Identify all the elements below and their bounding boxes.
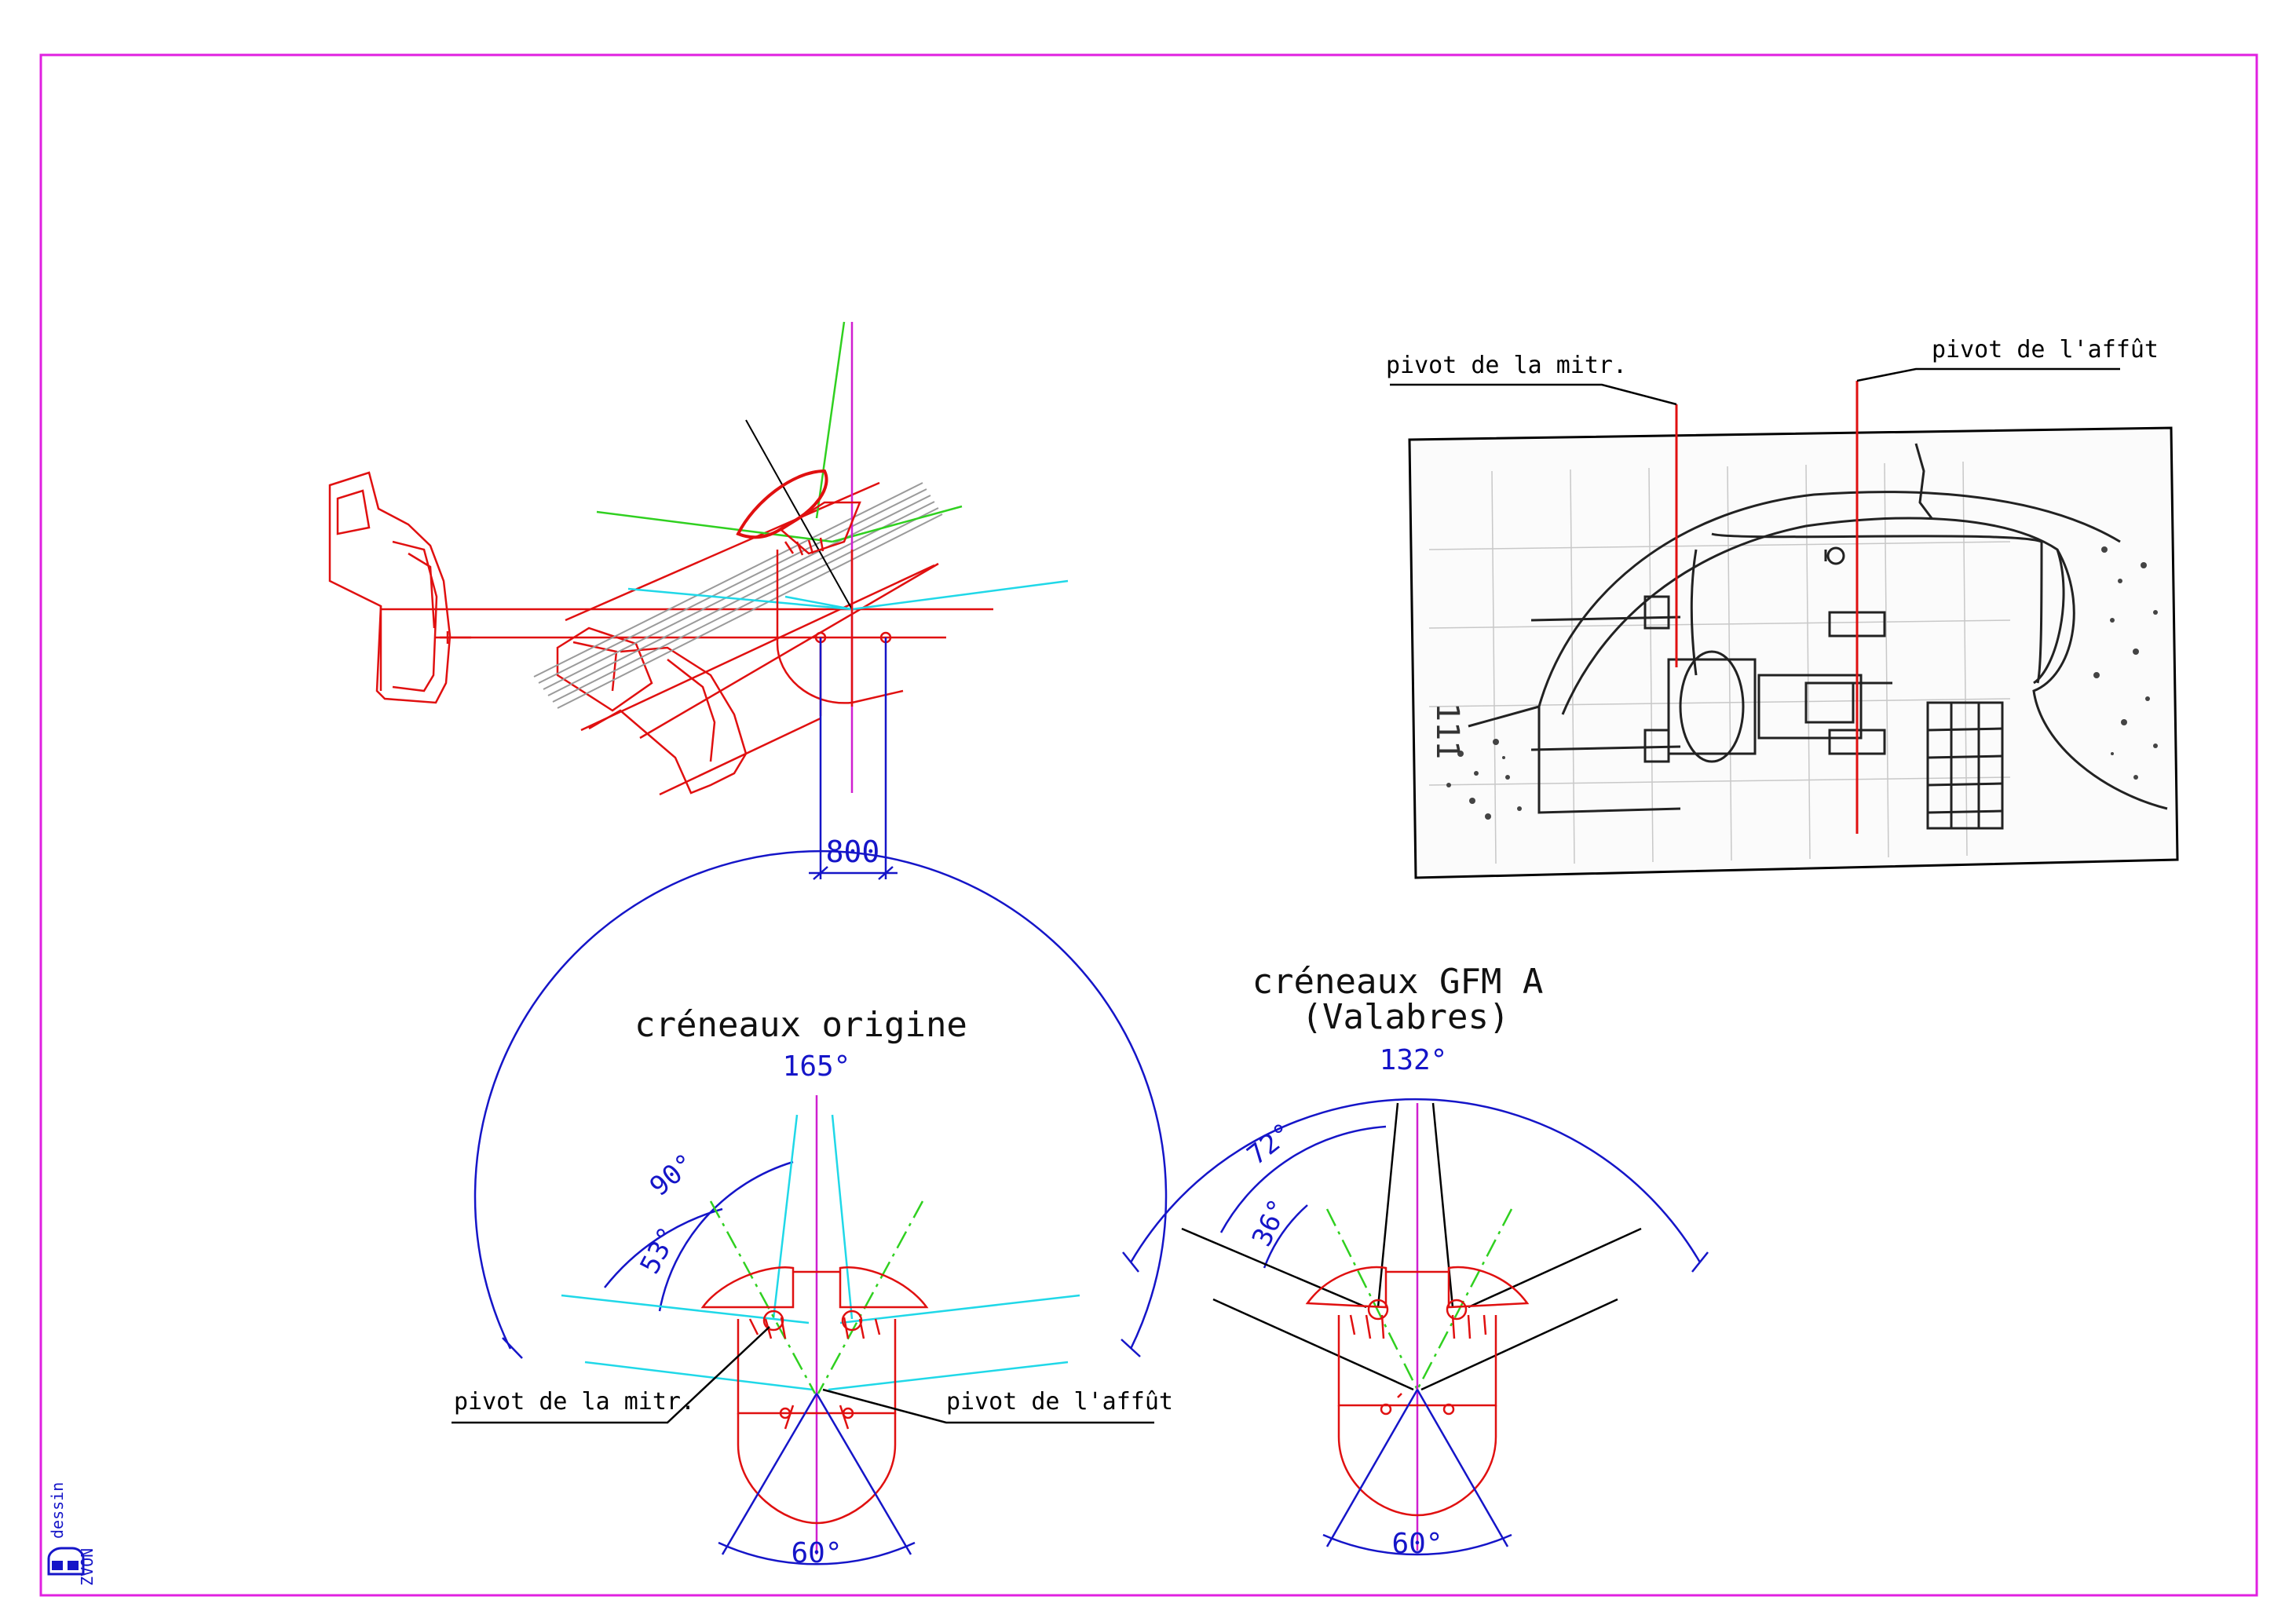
scan-grid (1428, 461, 2011, 864)
casemate-section-drawing: 800 (328, 321, 1069, 880)
title-creneaux-gfm: créneaux GFM A (1252, 962, 1544, 1002)
arc-36 (1263, 1204, 1308, 1269)
angle-60-label-left: 60° (791, 1537, 842, 1569)
dimension-800 (809, 637, 898, 880)
cyan-rays (627, 579, 1069, 611)
title-creneaux-origine: créneaux origine (634, 1005, 967, 1045)
arc-90 (658, 1160, 794, 1312)
scanned-plan-panel: 111 pivot de la mitr. pivot de l'affût (1386, 336, 2179, 879)
arc-132 (1129, 1098, 1702, 1263)
angle-72-label: 72° (1241, 1117, 1299, 1171)
logo-word: dessin (48, 1482, 67, 1539)
angle-132-label: 132° (1380, 1044, 1448, 1076)
label-pivot-affut-bottom: pivot de l'affût (946, 1388, 1173, 1416)
scan-border (1408, 426, 2179, 879)
scan-numeral: 111 (1429, 703, 1465, 759)
angle-90-label: 90° (644, 1148, 701, 1203)
angle-36-label: 36° (1246, 1194, 1295, 1251)
zvon-logo: ZVON dessin (47, 1482, 97, 1586)
label-pivot-mitr-bottom: pivot de la mitr. (454, 1388, 695, 1416)
logo-lettering: ZVON (78, 1548, 97, 1586)
arc-53 (604, 1207, 723, 1288)
green-rays (596, 321, 963, 543)
angle-165-label: 165° (783, 1050, 851, 1083)
sheet-frame (39, 53, 2258, 1597)
turret-block-origine (700, 1266, 929, 1525)
angle-53-label: 53° (634, 1222, 685, 1279)
arc-165 (473, 849, 1168, 1350)
label-pivot-mitr-top: pivot de la mitr. (1386, 352, 1627, 379)
creneaux-gfm-diagram: créneaux GFM A (Valabres) 132° 72° 36° (1122, 962, 1709, 1560)
construction-rays (533, 482, 943, 709)
title-valabres: (Valabres) (1302, 997, 1510, 1037)
label-pivot-affut-top: pivot de l'affût (1932, 336, 2159, 363)
left-wall-profile (328, 471, 471, 704)
scan-structure (1468, 443, 2168, 830)
concrete-texture (1446, 546, 2158, 820)
creneaux-origine-diagram: créneaux origine 165° 90° 53° (452, 849, 1173, 1569)
embrasure-profile (556, 481, 939, 796)
turret-block-gfm (1305, 1266, 1530, 1517)
arc-72 (1219, 1125, 1387, 1233)
angle-60-label-right: 60° (1391, 1528, 1442, 1560)
